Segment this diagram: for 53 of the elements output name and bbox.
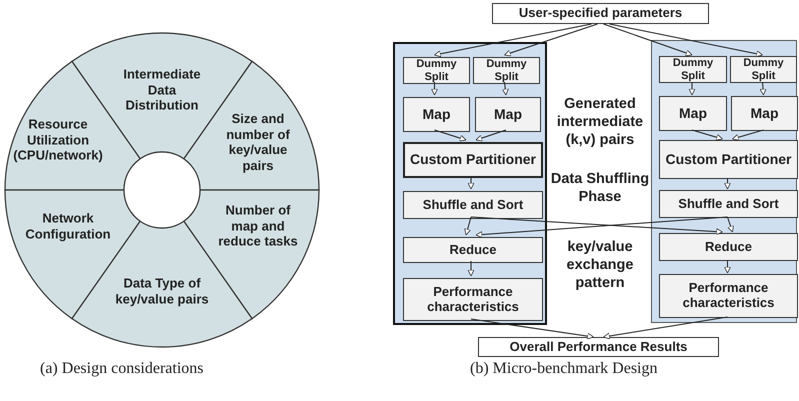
process-box: Performance characteristics <box>403 278 543 321</box>
process-box: Map <box>475 97 541 132</box>
segment-label: Intermediate Data Distribution <box>122 66 202 114</box>
figure-caption: (b) Micro-benchmark Design <box>470 360 658 378</box>
process-box: Performance characteristics <box>659 274 798 318</box>
process-box: Map <box>403 97 470 132</box>
arrow <box>688 82 696 96</box>
process-box: Custom Partitioner <box>403 142 543 178</box>
arrow <box>468 176 474 190</box>
process-box: Reduce <box>659 233 798 261</box>
arrow <box>464 216 472 236</box>
input-box: Overall Performance Results <box>478 337 719 357</box>
process-box: Shuffle and Sort <box>403 191 543 219</box>
arrow <box>724 178 731 190</box>
arrow <box>476 130 506 142</box>
process-box: Dummy Split <box>403 57 470 84</box>
process-box: Dummy Split <box>730 56 797 83</box>
process-box: Custom Partitioner <box>659 140 798 179</box>
arrow <box>609 24 763 58</box>
segment-label: Network Configuration <box>24 210 112 242</box>
annotation-text: key/value exchange pattern <box>566 238 634 292</box>
annotation-text: Generated intermediate (k,v) pairs <box>556 95 644 150</box>
arrow <box>434 130 466 142</box>
container-panel <box>651 40 797 323</box>
arrow <box>431 82 438 96</box>
arrow <box>724 260 731 274</box>
segment-label: Number of map and reduce tasks <box>217 202 299 250</box>
segment-label: Data Type of key/value pairs <box>114 275 210 307</box>
arrow <box>603 316 728 340</box>
segment-label: Size and number of key/value pairs <box>225 110 291 174</box>
arrow <box>434 24 592 58</box>
process-box: Map <box>659 96 727 131</box>
process-box: Dummy Split <box>659 56 727 83</box>
arrow <box>470 318 594 340</box>
annotation-text: Data Shuffling Phase <box>550 170 650 206</box>
arrow <box>504 24 598 56</box>
arrow <box>470 216 723 235</box>
process-box: Dummy Split <box>473 57 540 84</box>
input-box: User-specified parameters <box>492 3 709 24</box>
arrow <box>603 24 692 56</box>
figure-caption: (a) Design considerations <box>40 360 204 378</box>
arrow <box>760 82 766 96</box>
segment-label: Resource Utilization (CPU/network) <box>12 116 104 164</box>
container-panel <box>393 42 547 325</box>
arrow <box>468 260 474 276</box>
process-box: Shuffle and Sort <box>659 190 798 218</box>
process-box: Reduce <box>403 237 543 263</box>
arrow <box>732 130 764 141</box>
arrow <box>502 82 509 96</box>
arrow <box>476 216 728 238</box>
arrow <box>692 130 723 141</box>
process-box: Map <box>731 96 798 131</box>
arrow <box>727 216 734 232</box>
